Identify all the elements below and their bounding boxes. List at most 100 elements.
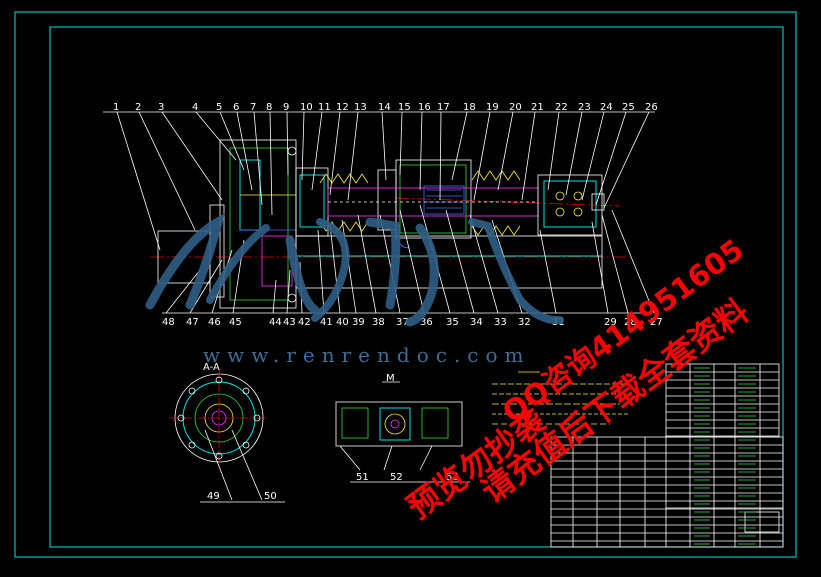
leader-line bbox=[381, 111, 387, 181]
callout-14: 14 bbox=[378, 102, 391, 113]
leader-line bbox=[497, 111, 514, 191]
callout-38: 38 bbox=[372, 317, 385, 328]
leader-line bbox=[236, 111, 253, 191]
callout-33: 33 bbox=[494, 317, 507, 328]
callout-18: 18 bbox=[463, 102, 476, 113]
callout-9: 9 bbox=[283, 102, 289, 113]
leader-line bbox=[165, 269, 201, 314]
callout-45: 45 bbox=[229, 317, 242, 328]
callout-50: 50 bbox=[264, 491, 277, 502]
callout-41: 41 bbox=[320, 317, 333, 328]
callout-48: 48 bbox=[162, 317, 175, 328]
callout-5: 5 bbox=[216, 102, 222, 113]
callout-21: 21 bbox=[531, 102, 544, 113]
technical-notes bbox=[492, 371, 630, 425]
leader-line bbox=[161, 111, 223, 201]
leader-line bbox=[439, 111, 442, 201]
callout-42: 42 bbox=[298, 317, 311, 328]
leader-line bbox=[379, 214, 401, 314]
top-leaders bbox=[116, 111, 650, 251]
callout-39: 39 bbox=[352, 317, 365, 328]
callout-26: 26 bbox=[645, 102, 658, 113]
callout-23: 23 bbox=[578, 102, 591, 113]
parts-list-rows bbox=[551, 367, 783, 545]
leader-line bbox=[317, 229, 325, 314]
site-watermark: www.renrendoc.com bbox=[203, 343, 531, 367]
callout-32: 32 bbox=[518, 317, 531, 328]
outer-frame bbox=[14, 11, 797, 558]
callout-16: 16 bbox=[418, 102, 431, 113]
leader-line bbox=[399, 111, 403, 176]
leader-line bbox=[469, 214, 499, 314]
leader-line bbox=[138, 111, 196, 231]
callout-28: 28 bbox=[624, 317, 637, 328]
top-callout-row: 1 2 3 4 5 6 7 8 9 10 11 12 13 14 15 16 1… bbox=[113, 102, 658, 113]
callout-49: 49 bbox=[207, 491, 220, 502]
callout-43: 43 bbox=[283, 317, 296, 328]
leader-line bbox=[603, 111, 650, 209]
callout-4: 4 bbox=[192, 102, 198, 113]
callout-34: 34 bbox=[470, 317, 483, 328]
callout-27: 27 bbox=[650, 317, 663, 328]
callout-19: 19 bbox=[486, 102, 499, 113]
callout-10: 10 bbox=[300, 102, 313, 113]
logo-watermark bbox=[145, 213, 564, 327]
leader-line bbox=[357, 214, 377, 314]
callout-2: 2 bbox=[135, 102, 141, 113]
callout-13: 13 bbox=[354, 102, 367, 113]
leader-line bbox=[611, 209, 655, 314]
callout-29: 29 bbox=[604, 317, 617, 328]
callout-51: 51 bbox=[356, 472, 369, 483]
callout-40: 40 bbox=[336, 317, 349, 328]
callout-37: 37 bbox=[396, 317, 409, 328]
leader-line bbox=[591, 221, 609, 314]
bottom-leaders bbox=[165, 204, 655, 314]
callout-17: 17 bbox=[437, 102, 450, 113]
callout-47: 47 bbox=[186, 317, 199, 328]
leader-line bbox=[329, 111, 341, 196]
leader-line bbox=[473, 111, 491, 201]
leader-line bbox=[451, 111, 468, 181]
leader-line bbox=[539, 229, 557, 314]
leader-line bbox=[253, 111, 263, 206]
leader-line bbox=[269, 111, 273, 216]
callout-3: 3 bbox=[158, 102, 164, 113]
callout-24: 24 bbox=[600, 102, 613, 113]
callout-12: 12 bbox=[336, 102, 349, 113]
callout-20: 20 bbox=[509, 102, 522, 113]
callout-44: 44 bbox=[269, 317, 282, 328]
callout-36: 36 bbox=[420, 317, 433, 328]
callout-1: 1 bbox=[113, 102, 119, 113]
callout-6: 6 bbox=[233, 102, 239, 113]
leader-line bbox=[445, 209, 475, 314]
leader-line bbox=[329, 224, 341, 314]
callout-8: 8 bbox=[266, 102, 272, 113]
callout-52: 52 bbox=[390, 472, 403, 483]
inner-frame bbox=[49, 26, 784, 548]
leader-line bbox=[347, 111, 359, 201]
callout-7: 7 bbox=[250, 102, 256, 113]
leader-line bbox=[581, 111, 605, 201]
leader-line bbox=[189, 259, 223, 314]
leader-line bbox=[601, 214, 629, 314]
svg-text:M: M bbox=[386, 373, 395, 384]
leader-line bbox=[116, 111, 161, 251]
callout-15: 15 bbox=[398, 102, 411, 113]
callout-25: 25 bbox=[622, 102, 635, 113]
leader-line bbox=[565, 111, 583, 196]
leader-line bbox=[195, 111, 237, 161]
leader-line bbox=[286, 269, 291, 314]
section-view-label: A-A bbox=[203, 362, 220, 373]
bottom-callout-row: 48 47 46 45 44 43 42 41 40 39 38 37 36 3… bbox=[162, 317, 663, 328]
leader-line bbox=[399, 209, 425, 314]
main-assembly-view bbox=[150, 139, 630, 309]
leader-line bbox=[521, 111, 536, 201]
callout-35: 35 bbox=[446, 317, 459, 328]
leader-line bbox=[595, 111, 627, 206]
leader-line bbox=[272, 279, 277, 314]
leader-line bbox=[311, 111, 323, 191]
leader-line bbox=[219, 111, 245, 171]
leader-line bbox=[419, 111, 423, 191]
